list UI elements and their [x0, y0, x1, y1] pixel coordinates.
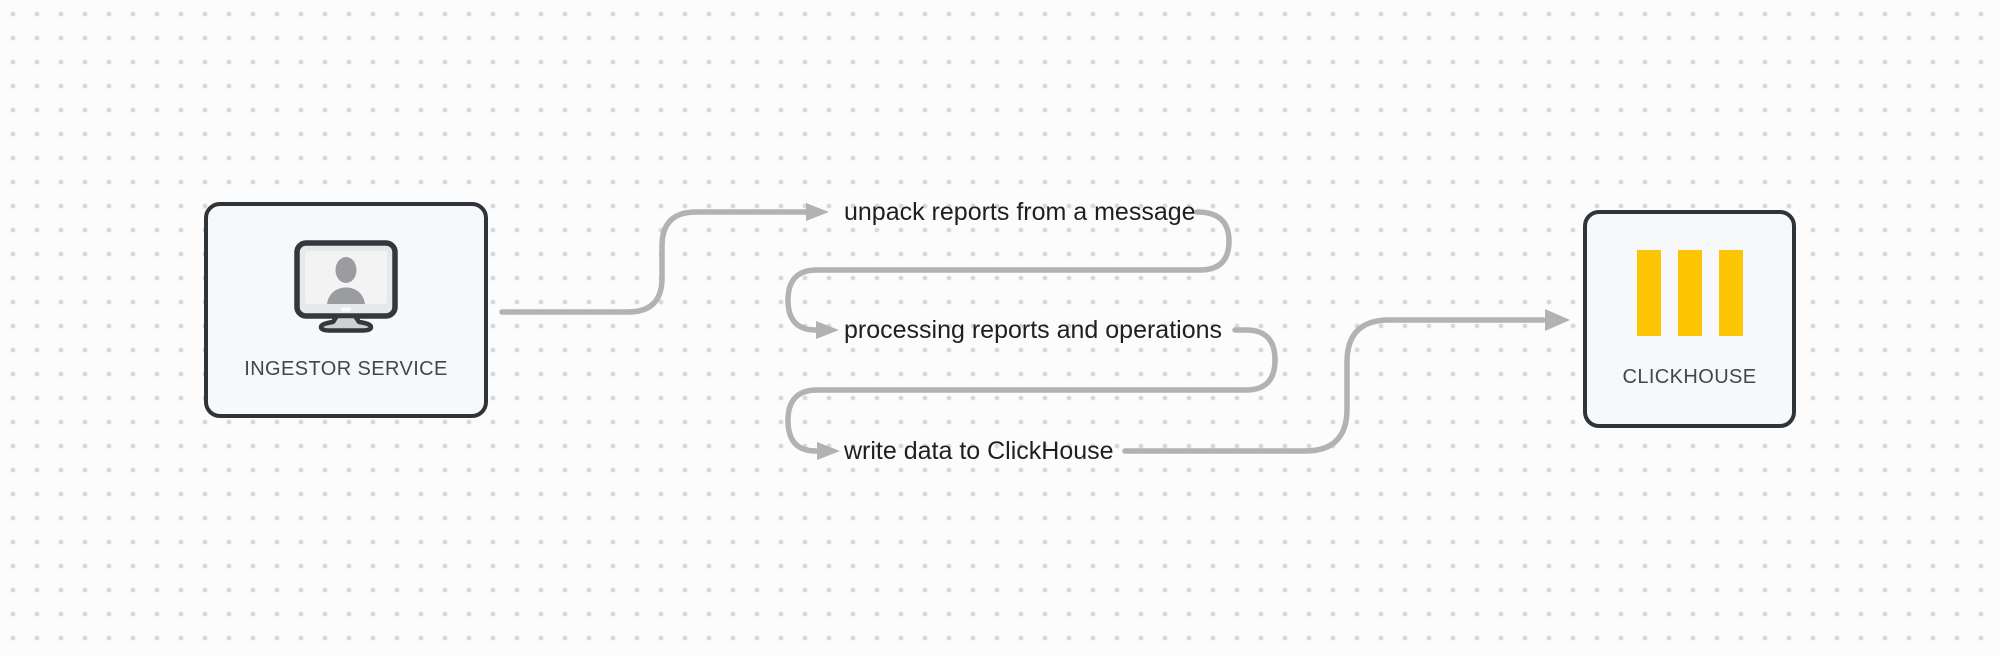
node-clickhouse: CLICKHOUSE: [1583, 210, 1796, 428]
node-clickhouse-label: CLICKHOUSE: [1622, 366, 1757, 388]
arrowhead-clickhouse-icon: [1545, 309, 1570, 331]
arrowhead-step3-icon: [817, 442, 840, 460]
clickhouse-logo-bar: [1677, 250, 1702, 336]
arrowhead-step1-icon: [806, 203, 829, 221]
step-label-write: write data to ClickHouse: [844, 437, 1114, 465]
step-label-processing: processing reports and operations: [844, 316, 1223, 344]
edge-ingestor-to-step1: [499, 209, 810, 315]
edge-step3-to-clickhouse: [1122, 317, 1546, 454]
edge-step2-to-step3: [785, 327, 1278, 454]
clickhouse-logo-icon: [1636, 250, 1743, 336]
clickhouse-logo-bar: [1636, 250, 1661, 336]
node-ingestor-label: INGESTOR SERVICE: [244, 358, 448, 380]
step-label-unpack: unpack reports from a message: [844, 198, 1196, 226]
edge-step1-to-step2: [785, 209, 1232, 333]
monitor-user-icon: [294, 240, 398, 333]
clickhouse-logo-bar: [1718, 250, 1743, 336]
node-ingestor-service: INGESTOR SERVICE: [204, 202, 488, 418]
arrowhead-step2-icon: [816, 321, 839, 339]
